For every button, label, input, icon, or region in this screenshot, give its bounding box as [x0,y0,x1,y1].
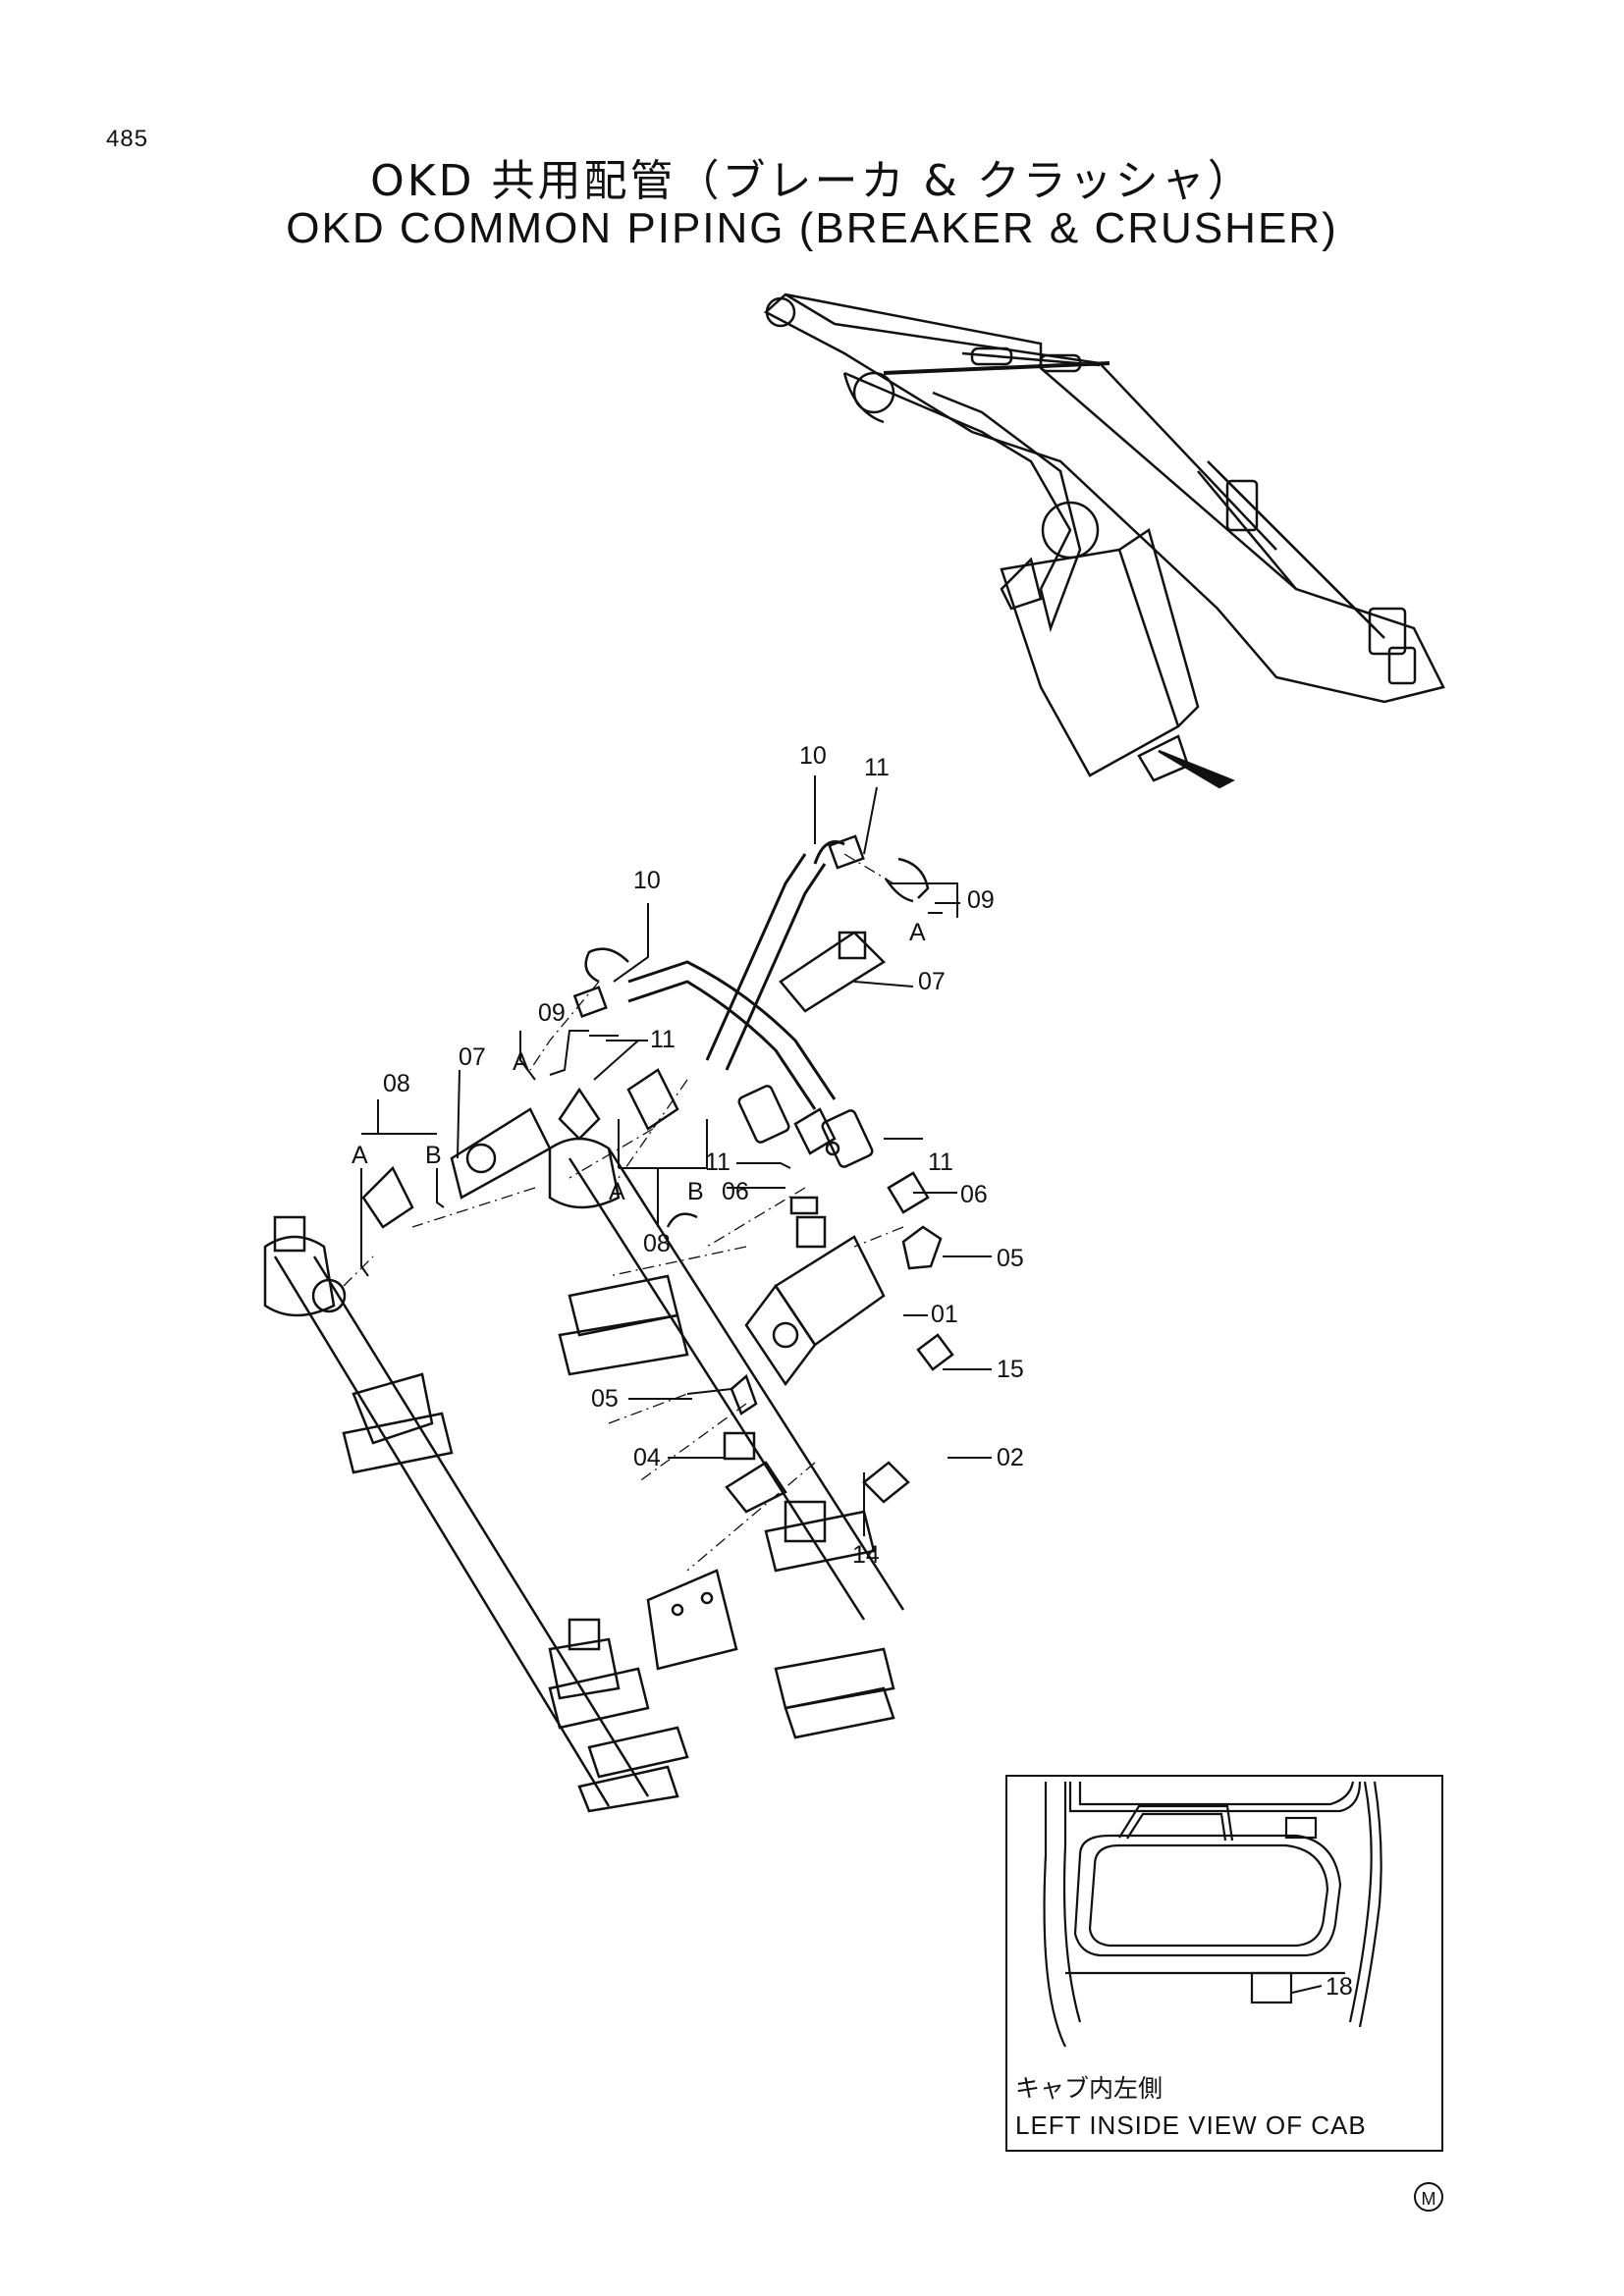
callout-08-lower: 08 [643,1230,671,1257]
cab-interior-inset-drawing [1043,1781,1382,2048]
cab-inset-frame [1005,1775,1443,2152]
callout-15: 15 [997,1356,1024,1383]
callout-02: 02 [997,1444,1024,1471]
callout-a-mid: A [513,1048,529,1076]
left-pipe-assembly [263,1215,689,1813]
callout-09-right: 09 [967,886,995,914]
callout-18: 18 [1326,1973,1353,2001]
right-pipe-assembly [548,1137,905,1739]
callout-11-mid: 11 [650,1026,676,1053]
callout-07-right: 07 [918,968,946,995]
callout-14: 14 [852,1541,880,1569]
callout-07-left: 07 [459,1043,486,1071]
callout-a-left: A [352,1142,368,1169]
inset-caption-english: LEFT INSIDE VIEW OF CAB [1015,2110,1367,2140]
callout-b-left: B [425,1142,442,1169]
callout-labels: 10 11 10 09 A 07 09 11 07 A 08 A B 11 11… [352,742,1024,1569]
page-title-japanese: OKD 共用配管（ブレーカ & クラッシャ） [370,156,1254,206]
callout-08-left: 08 [383,1070,410,1097]
callout-06-right: 06 [960,1181,988,1208]
callout-05-left: 05 [591,1385,619,1413]
circled-m-mark: M [1414,2182,1443,2212]
callout-05-right: 05 [997,1245,1024,1272]
callout-10-left: 10 [633,867,661,894]
callout-01: 01 [931,1301,958,1328]
page-number: 485 [106,126,149,152]
callout-11-upper: 11 [864,754,890,781]
callout-04: 04 [633,1444,661,1471]
callout-10-upper: 10 [799,742,827,770]
callout-a-lower: A [609,1178,625,1205]
callout-09-left: 09 [538,999,566,1027]
callout-06-left: 06 [722,1178,749,1205]
callout-b-lower: B [687,1178,704,1205]
inset-caption-japanese: キャブ内左側 [1015,2074,1164,2103]
block-and-fittings [361,1068,954,1514]
callout-leader-lines [360,775,1323,1994]
hose-assembly [572,834,930,1168]
callout-a-right: A [909,919,926,946]
callout-11-lower-right: 11 [928,1148,953,1176]
boom-arm-illustration [763,293,1445,789]
page-title-english: OKD COMMON PIPING (BREAKER & CRUSHER) [286,204,1338,252]
callout-11-lower-left: 11 [705,1148,731,1176]
assembly-leader-lines [343,853,904,1572]
